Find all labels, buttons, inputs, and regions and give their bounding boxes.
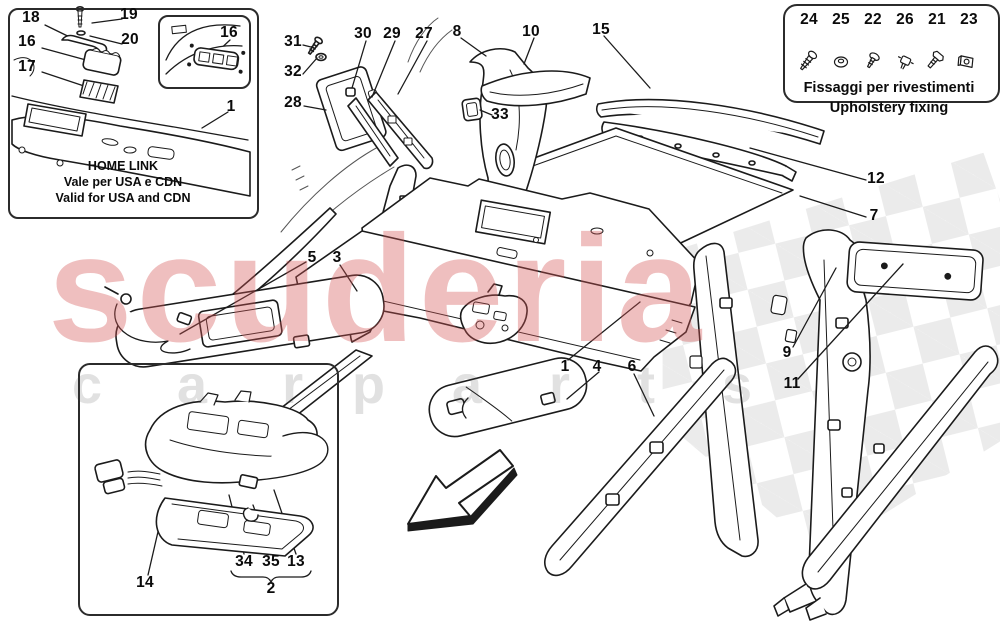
trim-clip-icon bbox=[897, 55, 914, 70]
homelink-note-it: Vale per USA e CDN bbox=[63, 175, 183, 189]
quarter-pad-11 bbox=[846, 241, 984, 301]
pillar-bracket-bits bbox=[689, 294, 798, 369]
header-trim-10 bbox=[480, 70, 591, 107]
b-pillar-trim-left bbox=[692, 242, 759, 558]
callout-8: 8 bbox=[452, 23, 462, 40]
console-inset-box bbox=[78, 363, 339, 616]
callout-16: 16 bbox=[18, 33, 36, 50]
callout-4: 4 bbox=[592, 358, 602, 375]
callout-32: 32 bbox=[284, 63, 302, 80]
fixings-legend-box bbox=[783, 4, 1000, 103]
callout-16-inset: 16 bbox=[220, 24, 238, 41]
callout-7: 7 bbox=[869, 207, 879, 224]
rear-pillar-trim bbox=[773, 345, 999, 617]
tapping-screw-icon bbox=[800, 50, 818, 71]
callout-22: 22 bbox=[864, 11, 882, 28]
callout-24: 24 bbox=[800, 11, 818, 28]
nut-icon bbox=[833, 56, 849, 68]
roof-strip-15 bbox=[595, 98, 825, 145]
callout-19: 19 bbox=[120, 6, 138, 23]
callout-21: 21 bbox=[928, 11, 946, 28]
console-exploded-art bbox=[94, 390, 329, 557]
callout-33: 33 bbox=[491, 106, 509, 123]
leader-lines bbox=[41, 18, 904, 583]
callout-34: 34 bbox=[235, 553, 253, 570]
callout-31: 31 bbox=[284, 33, 302, 50]
roof-console bbox=[459, 283, 528, 345]
callout-10: 10 bbox=[522, 23, 540, 40]
windscreen-pillar-trim-6 bbox=[543, 357, 737, 577]
sun-visor-left bbox=[104, 274, 385, 368]
sun-visor-right bbox=[428, 357, 588, 438]
fixings-caption-italian: Fissaggi per rivestimenti bbox=[803, 80, 975, 96]
callout-29: 29 bbox=[383, 25, 401, 42]
homelink-note-en: Valid for USA and CDN bbox=[55, 191, 191, 205]
callout-9: 9 bbox=[782, 344, 792, 361]
callout-17: 17 bbox=[18, 58, 36, 75]
callout-13: 13 bbox=[287, 553, 305, 570]
trim-strip-29 bbox=[347, 97, 399, 167]
screw-31-icon bbox=[307, 36, 323, 55]
homelink-inset-box bbox=[8, 8, 259, 219]
callout-27: 27 bbox=[415, 25, 433, 42]
trim-strip-27 bbox=[367, 91, 434, 170]
callout-26: 26 bbox=[896, 11, 914, 28]
callout-1-inset: 1 bbox=[226, 98, 236, 115]
direction-arrow-icon bbox=[407, 449, 518, 532]
homelink-switch-inset-box bbox=[158, 15, 251, 89]
callout-23: 23 bbox=[960, 11, 978, 28]
callout-2: 2 bbox=[266, 580, 276, 597]
hex-bolt-icon bbox=[927, 50, 944, 69]
callout-25: 25 bbox=[832, 11, 850, 28]
homelink-title: HOME LINK bbox=[87, 159, 159, 173]
callout-15: 15 bbox=[592, 21, 610, 38]
callout-3: 3 bbox=[332, 249, 342, 266]
callout-6: 6 bbox=[627, 358, 637, 375]
clip-30 bbox=[345, 87, 356, 97]
callout-1: 1 bbox=[560, 358, 570, 375]
fixings-caption-english: Upholstery fixing bbox=[829, 100, 949, 116]
callout-20: 20 bbox=[121, 31, 139, 48]
callout-14: 14 bbox=[136, 574, 154, 591]
callout-28: 28 bbox=[284, 94, 302, 111]
clip-33 bbox=[461, 97, 483, 122]
callout-12: 12 bbox=[867, 170, 885, 187]
callout-30: 30 bbox=[354, 25, 372, 42]
callout-11: 11 bbox=[783, 375, 801, 392]
washer-screw-icon bbox=[867, 52, 880, 69]
fastener-icons bbox=[800, 50, 974, 71]
callout-18: 18 bbox=[22, 9, 40, 26]
callout-5: 5 bbox=[307, 249, 317, 266]
homelink-inset-art bbox=[165, 24, 246, 75]
homelink-box-art bbox=[11, 6, 251, 197]
u-clip-icon bbox=[957, 55, 974, 68]
callout-35: 35 bbox=[262, 553, 280, 570]
washer-32-icon bbox=[315, 52, 327, 62]
